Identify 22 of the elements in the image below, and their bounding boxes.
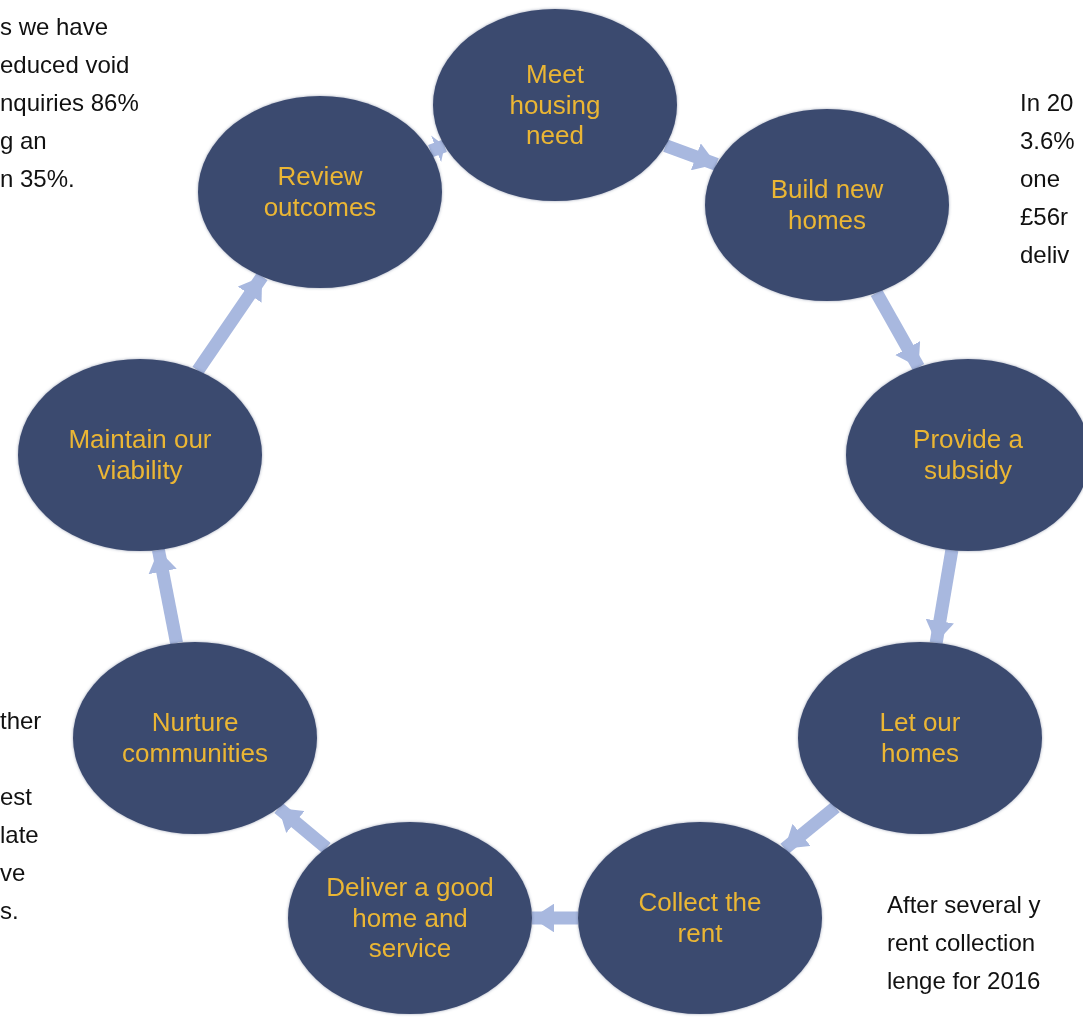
step-label: Collect the rent [637, 887, 763, 949]
arrow [532, 903, 578, 933]
arrow [274, 802, 331, 854]
arrow [663, 139, 719, 171]
step-label: Build new homes [769, 174, 885, 236]
step-label: Review outcomes [262, 161, 378, 223]
arrow [925, 549, 959, 644]
note-text: s we have educed void nquiries 86% g an n 35%. [0, 12, 139, 194]
note-text: ther est late ve s. [0, 706, 42, 926]
step-label: Nurture communities [121, 707, 269, 769]
arrow [192, 272, 268, 375]
note-text: After several y rent collection lenge for 2016 [887, 890, 1041, 996]
arrow [780, 802, 840, 854]
step-label: Provide a subsidy [912, 424, 1024, 486]
step-label: Meet housing need [508, 59, 602, 151]
arrow [148, 548, 183, 645]
step-label: Let our homes [878, 707, 962, 769]
note-text: In 20 3.6% one £56r deliv [1020, 88, 1075, 270]
arrow [870, 289, 925, 371]
step-label: Deliver a good home and service [325, 872, 495, 964]
step-label: Maintain our viability [67, 424, 213, 486]
arrow [428, 135, 447, 163]
